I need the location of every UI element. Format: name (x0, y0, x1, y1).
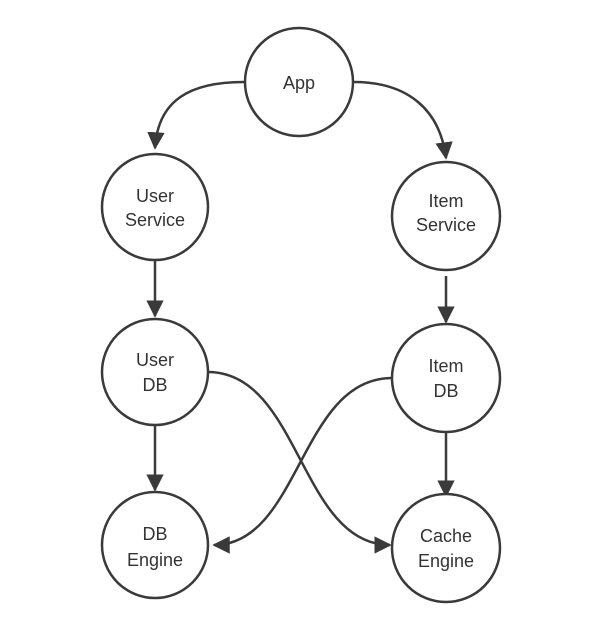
node-user-service-label-line-1: User (136, 186, 174, 206)
edge-user-db-to-cache-engine (207, 370, 392, 554)
edge-app-to-item-service (353, 80, 453, 160)
node-user-service: User Service (100, 152, 210, 262)
node-user-db-label-line-1: User (136, 350, 174, 370)
node-user-service-label-line-2: Service (125, 210, 185, 230)
node-app-label-line-1: App (283, 73, 315, 93)
node-item-service-label-line-2: Service (416, 215, 476, 235)
node-user-db: User DB (100, 317, 210, 427)
node-cache-engine-label-line-1: Cache (420, 526, 472, 546)
node-db-engine-label-line-2: Engine (127, 550, 183, 570)
edges (146, 80, 455, 554)
node-item-service: Item Service (390, 160, 502, 272)
node-user-db-label-line-2: DB (142, 375, 167, 395)
node-item-db-label-line-1: Item (428, 356, 463, 376)
edge-app-to-user-service (147, 80, 245, 150)
node-cache-engine-label-line-2: Engine (418, 551, 474, 571)
node-db-engine: DB Engine (100, 490, 210, 600)
node-app: App (243, 26, 355, 138)
node-db-engine-label-line-1: DB (142, 524, 167, 544)
node-item-db-label-line-2: DB (433, 381, 458, 401)
edge-item-db-to-db-engine (212, 376, 393, 554)
node-cache-engine: Cache Engine (390, 492, 502, 604)
node-item-service-label-line-1: Item (428, 191, 463, 211)
node-item-db: Item DB (390, 322, 502, 434)
